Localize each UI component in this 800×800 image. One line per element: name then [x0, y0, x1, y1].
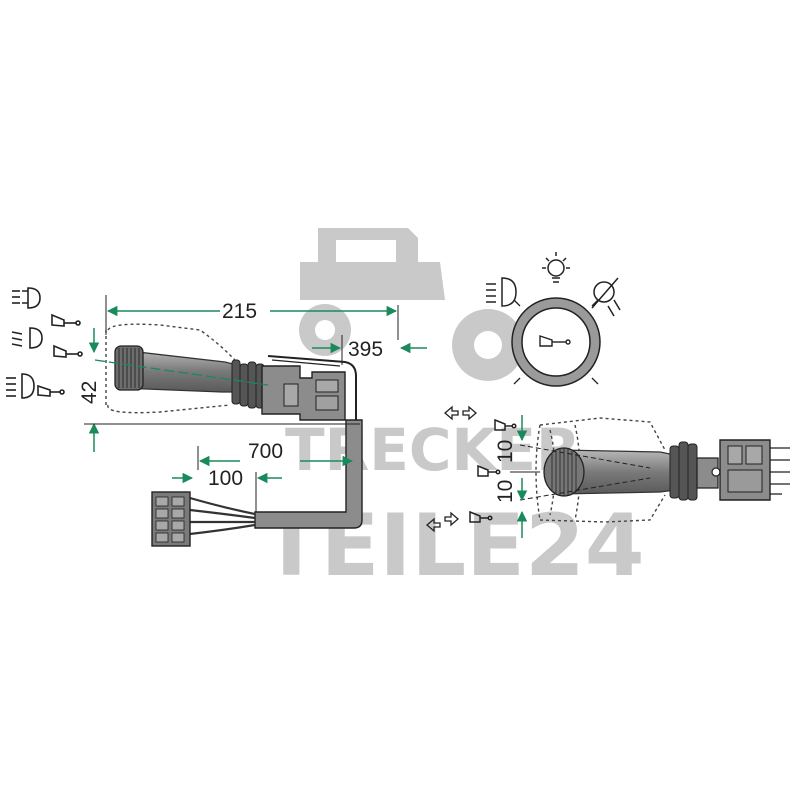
dim-100: 100 — [208, 467, 243, 490]
tractor-watermark — [299, 228, 524, 381]
turn-indicator-icon — [426, 511, 459, 533]
horn-icon — [37, 384, 65, 397]
fog-light-icon — [591, 277, 621, 317]
high-beam-icon — [6, 373, 35, 399]
watermark-line2: TEILE24 — [262, 496, 645, 596]
dim-42: 42 — [78, 381, 101, 404]
dim-700: 700 — [248, 440, 283, 463]
dimension-lines-left — [84, 295, 427, 512]
switch-side-view — [94, 323, 363, 547]
horn-icon — [51, 313, 81, 327]
dim-215: 215 — [222, 300, 257, 323]
switch-end-view — [519, 417, 790, 523]
watermark-line1: TRECKER — [285, 416, 581, 484]
turn-indicator-icon — [444, 405, 477, 421]
indicator-gauge — [511, 297, 601, 387]
horn-icon — [477, 464, 501, 477]
horn-icon — [494, 418, 517, 431]
parking-light-icon — [12, 287, 41, 309]
dim-395: 395 — [348, 338, 383, 361]
dim-10-lower: 10 — [494, 480, 517, 503]
low-beam-icon — [486, 277, 517, 307]
low-beam-icon — [11, 327, 43, 349]
dimension-lines-right — [510, 415, 540, 538]
horn-icon — [53, 344, 83, 358]
horn-icon — [539, 335, 571, 347]
horn-icon — [469, 510, 493, 523]
dim-10-upper: 10 — [494, 440, 517, 463]
light-bulb-icon — [542, 252, 570, 283]
